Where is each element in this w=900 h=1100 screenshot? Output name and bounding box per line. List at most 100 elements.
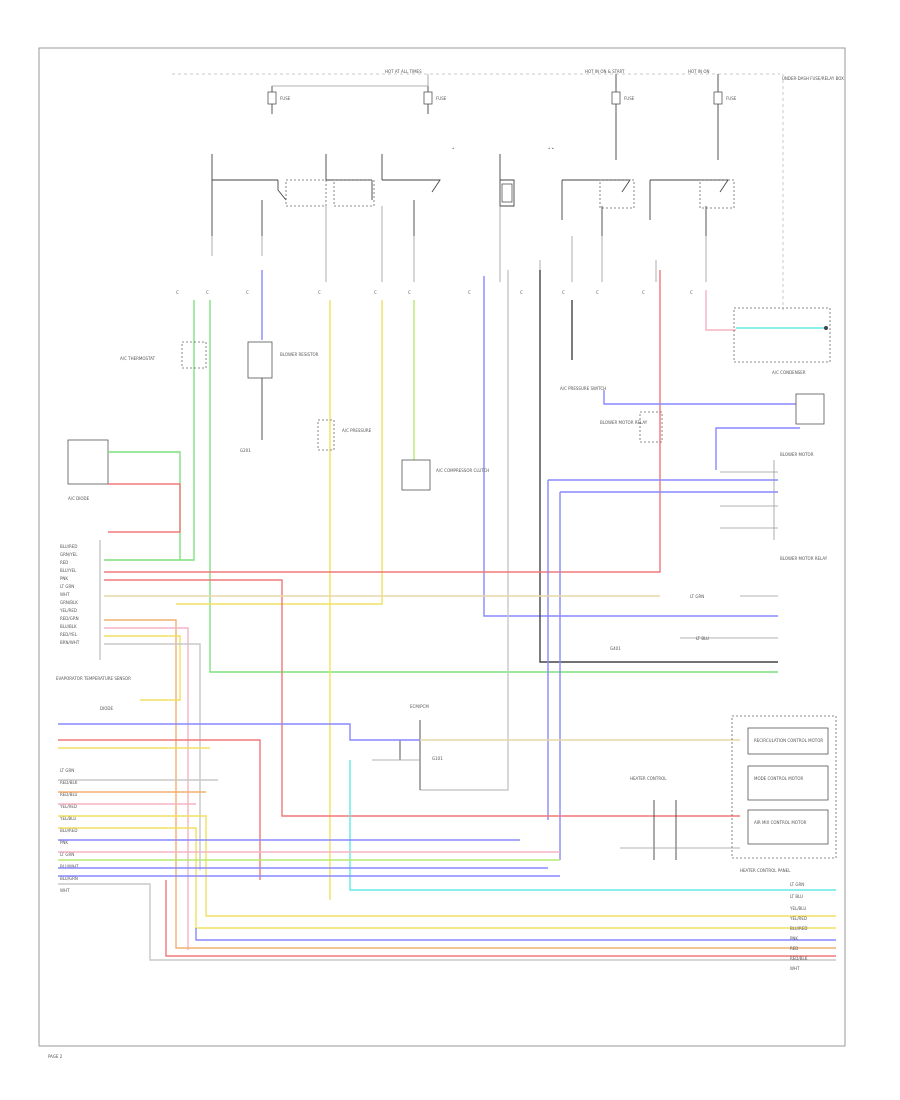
svg-text:WHT: WHT [790,966,800,971]
wire-blue-3 [603,390,800,405]
svg-text:C: C [246,290,249,295]
svg-text:FUSE: FUSE [624,96,635,101]
svg-text:RED/BLU: RED/BLU [60,792,78,797]
wire-orange-1 [104,619,177,940]
right-connector-stack: BLOWER MOTOR RELAY LT GRN LT BLU G401 [547,460,828,860]
svg-text:LT GRN: LT GRN [790,882,804,887]
svg-text:• •: • • [548,146,554,151]
svg-text:WHT: WHT [60,888,70,893]
svg-text:RED/BLK: RED/BLK [790,956,808,961]
svg-text:HEATER CONTROL: HEATER CONTROL [630,776,667,781]
svg-text:MODE CONTROL MOTOR: MODE CONTROL MOTOR [754,776,803,781]
heater-control-group: RECIRCULATION CONTROL MOTOR MODE CONTROL… [620,715,837,873]
svg-text:LT BLU: LT BLU [790,894,803,899]
svg-text:A/C THERMOSTAT: A/C THERMOSTAT [120,356,156,361]
svg-text:C: C [642,290,645,295]
ac-condenser-label: A/C CONDENSER [772,370,806,375]
wire-green-left [104,300,195,561]
blower-motor-box [795,393,825,425]
ac-condenser-box [733,307,831,363]
power-label-1: HOT AT ALL TIMES [385,69,422,74]
svg-text:BLU/GRN: BLU/GRN [60,876,78,881]
svg-text:FUSE: FUSE [436,96,447,101]
svg-text:PNK: PNK [60,840,68,845]
svg-text:YEL/BLU: YEL/BLU [59,816,76,821]
svg-text:BLU/RED: BLU/RED [790,926,807,931]
svg-text:RED/GRN: RED/GRN [60,616,79,621]
bus-5 [58,827,836,929]
bus-11 [58,883,836,961]
bus-14 [165,880,836,957]
ecm-block: ECM/PCM G101 [58,704,836,891]
svg-text:BRN/WHT: BRN/WHT [60,640,80,645]
svg-text:C: C [596,290,599,295]
svg-text:BLOWER MOTOR RELAY: BLOWER MOTOR RELAY [780,556,828,561]
svg-text:YEL/RED: YEL/RED [59,804,77,809]
wire-yellow-3 [104,635,181,701]
svg-text:BLU/BLK: BLU/BLK [60,624,77,629]
wire-red-main [104,270,661,573]
svg-text:A/C PRESSURE SWITCH: A/C PRESSURE SWITCH [560,386,606,391]
svg-text:•: • [452,146,454,151]
bus-4 [58,815,836,917]
svg-text:PNK: PNK [60,576,68,581]
svg-text:YEL/RED: YEL/RED [789,916,807,921]
wire-blue-blower [715,427,800,470]
svg-text:PNK: PNK [790,936,798,941]
wire-blue-2 [483,276,778,617]
wire-gray-1 [420,270,509,791]
svg-text:YEL/BLU: YEL/BLU [789,906,806,911]
svg-text:FUSE: FUSE [726,96,737,101]
left-connector-labels: BLU/RED GRN/YEL RED BLU/YEL PNK LT GRN W… [59,540,101,660]
left-relay-box [67,439,109,485]
svg-text:G401: G401 [610,646,621,651]
svg-text:YEL/RED: YEL/RED [59,608,77,613]
svg-text:C: C [562,290,565,295]
svg-text:LT GRN: LT GRN [690,594,704,599]
svg-text:RED/BLK: RED/BLK [60,780,78,785]
diagram-frame [38,47,846,1047]
svg-text:GRN/BLK: GRN/BLK [60,600,78,605]
svg-text:BLU/YEL: BLU/YEL [60,568,77,573]
svg-text:AIR MIX CONTROL MOTOR: AIR MIX CONTROL MOTOR [754,820,807,825]
wire-red-2 [104,579,740,817]
heater-label-left: DIODE [100,706,113,711]
svg-text:BLU/RED: BLU/RED [60,544,77,549]
svg-text:BLU/WHT: BLU/WHT [60,864,79,869]
svg-text:C: C [408,290,411,295]
wire-pink-2 [104,627,189,950]
wire-pink-1 [705,290,736,331]
page-label: PAGE 2 [48,1054,63,1059]
svg-text:C: C [318,290,321,295]
svg-text:G101: G101 [432,756,443,761]
left-upper-components: A/C THERMOSTAT BLOWER RESISTOR G201 A/C … [120,341,663,491]
svg-text:C: C [374,290,377,295]
blower-motor-label: BLOWER MOTOR [780,452,814,457]
svg-text:G201: G201 [240,448,251,453]
svg-text:C: C [468,290,471,295]
svg-text:LT BLU: LT BLU [696,636,709,641]
power-label-3: HOT IN ON [688,69,709,74]
bottom-left-labels: LT GRN RED/BLK RED/BLU YEL/RED YEL/BLU B… [59,768,79,893]
svg-text:HEATER CONTROL PANEL: HEATER CONTROL PANEL [740,868,791,873]
svg-text:RED/YEL: RED/YEL [60,632,78,637]
svg-text:BLOWER MOTOR RELAY: BLOWER MOTOR RELAY [600,420,648,425]
svg-text:ECM/PCM: ECM/PCM [410,704,429,709]
svg-text:C: C [176,290,179,295]
fuse-group: FUSE FUSE FUSE FUSE [267,74,737,160]
wire-red-left-relay [108,483,181,533]
bus-13 [175,940,836,949]
svg-text:BLOWER RESISTOR: BLOWER RESISTOR [280,352,319,357]
svg-text:GRN/YEL: GRN/YEL [60,552,78,557]
bus-12 [195,928,836,941]
svg-text:RED: RED [60,560,68,565]
power-label-2: HOT IN ON & START [585,69,625,74]
left-relay-label: A/C DIODE [68,496,90,501]
svg-text:LT GRN: LT GRN [60,768,74,773]
svg-text:WHT: WHT [60,592,70,597]
evap-sensor-label: EVAPORATOR TEMPERATURE SENSOR [56,676,131,681]
svg-text:A/C COMPRESSOR CLUTCH: A/C COMPRESSOR CLUTCH [436,468,489,473]
wire-gray-2 [104,643,201,870]
